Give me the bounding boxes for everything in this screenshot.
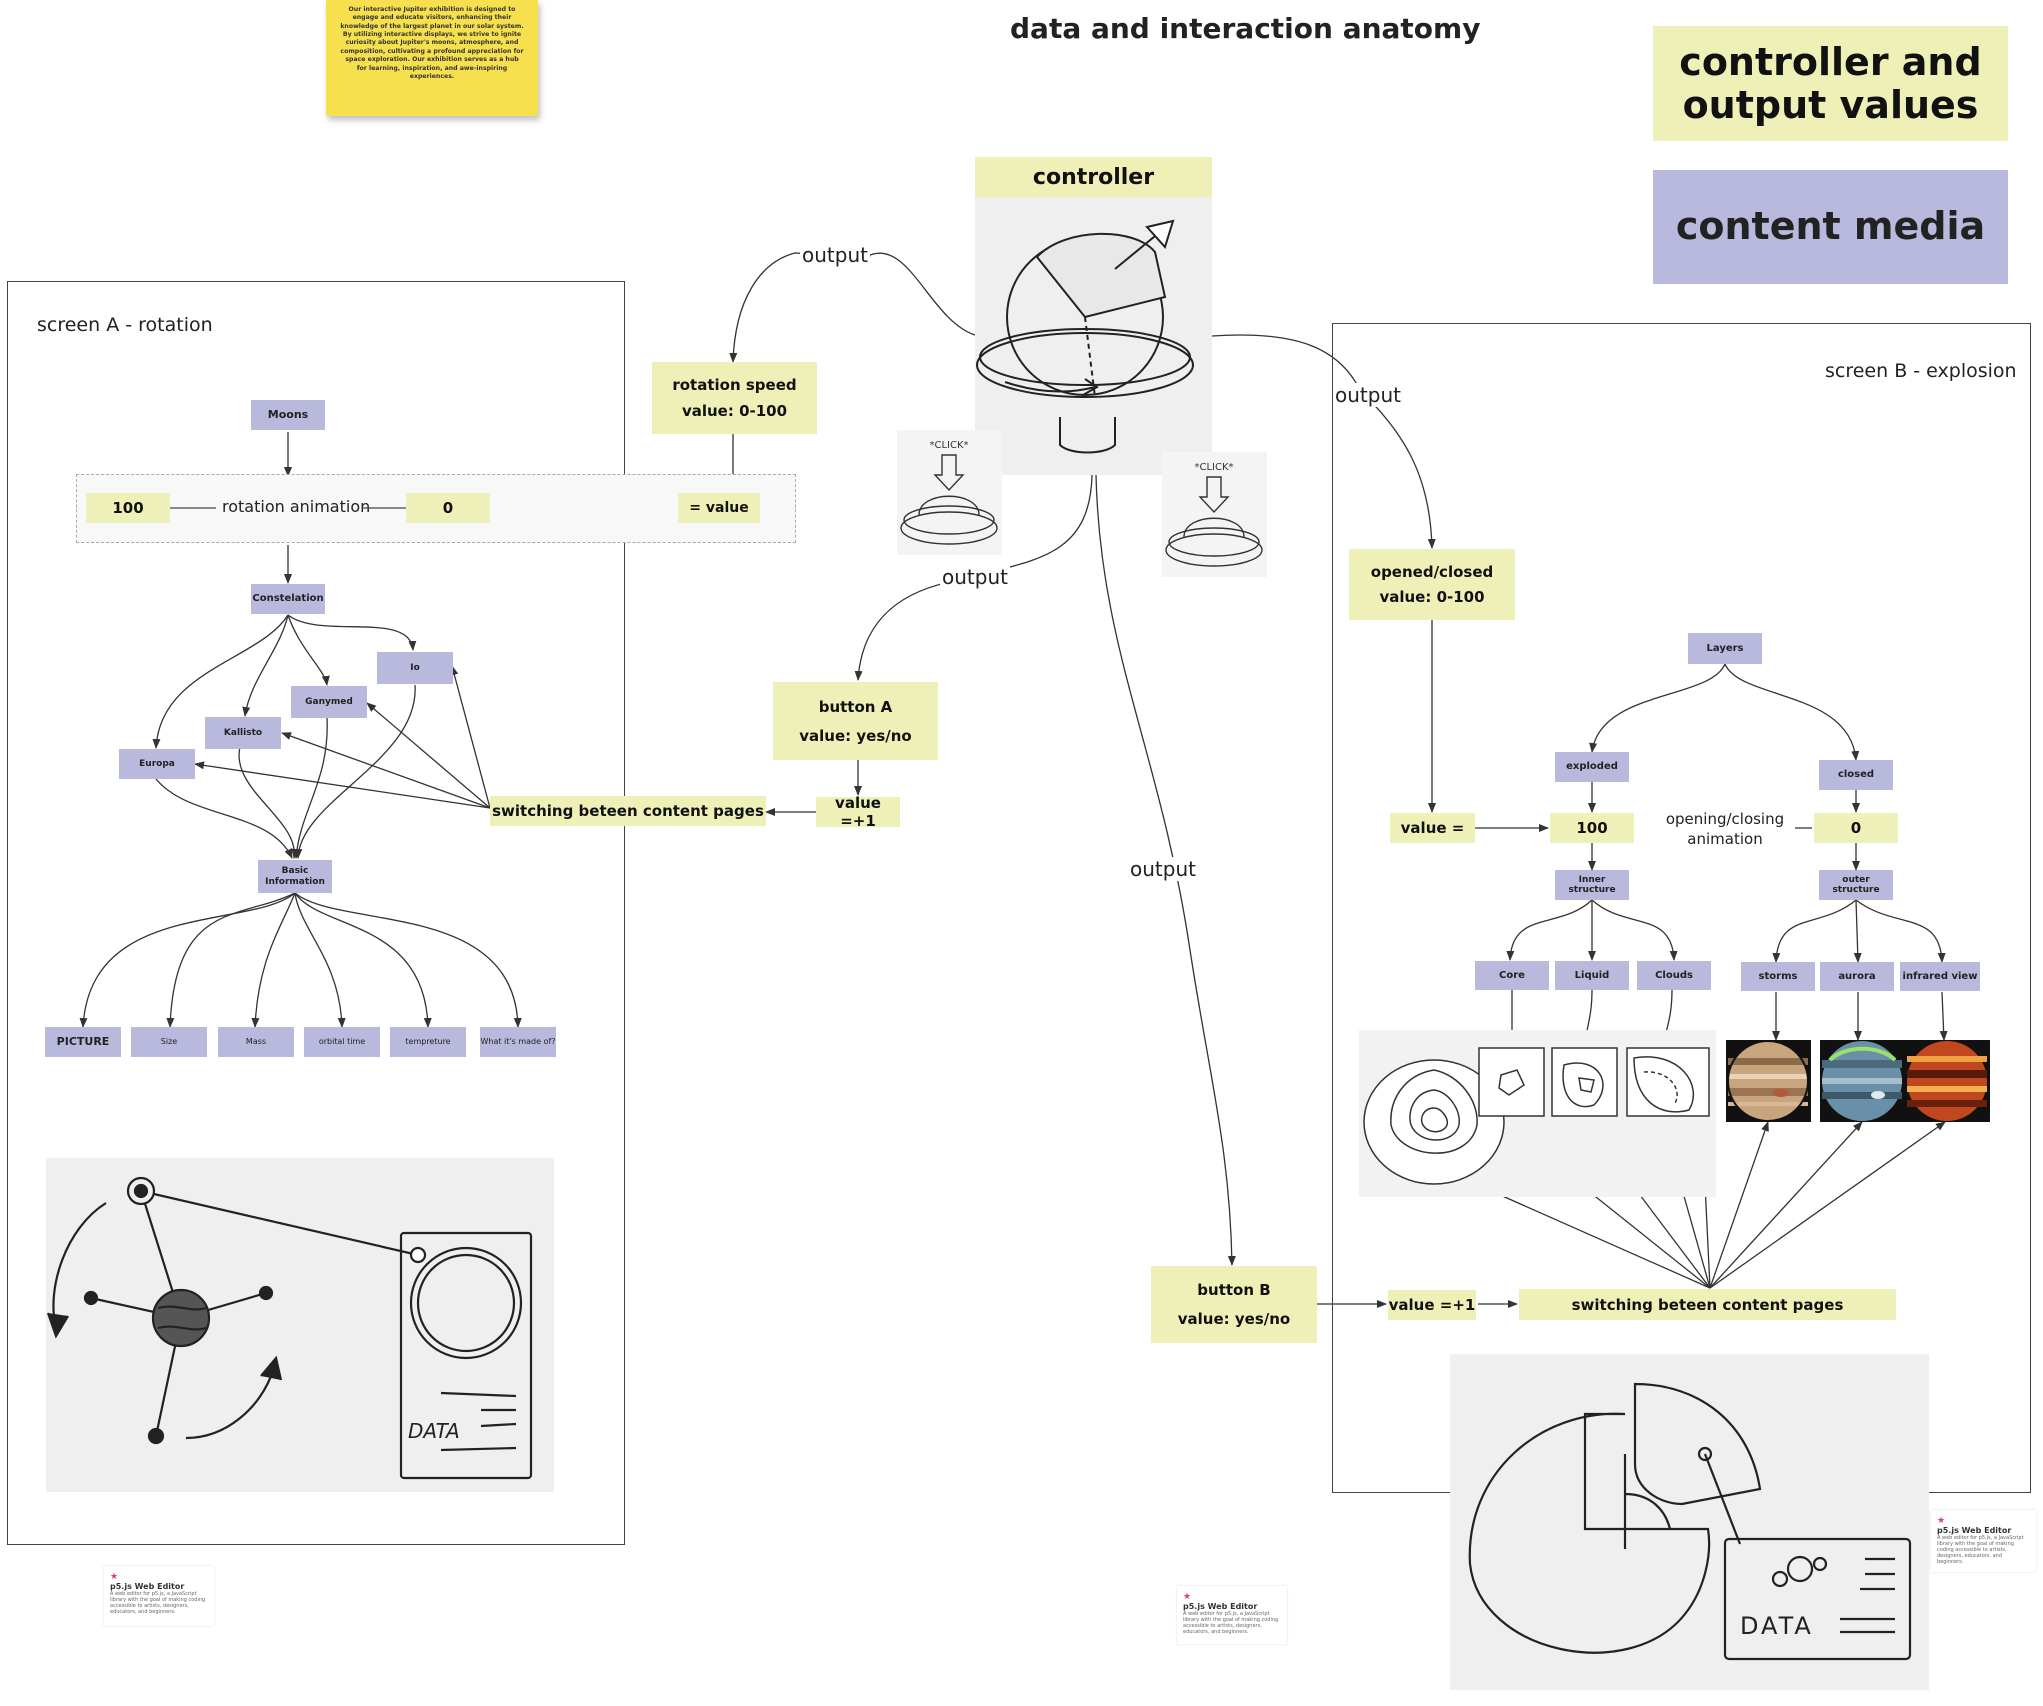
info-made-of: What it's made of? [480, 1027, 556, 1057]
click-button-icon: *CLICK* [1165, 462, 1263, 567]
legend-content-media: content media [1653, 170, 2008, 284]
screen-a-frame [7, 281, 625, 1545]
inner-structure-node: Inner structure [1555, 870, 1629, 900]
legend-controller-values: controller and output values [1653, 26, 2008, 141]
p5-star-icon: ★ [110, 1572, 119, 1582]
storms-node: storms [1741, 962, 1815, 991]
output-label: output [1333, 383, 1403, 407]
info-orbital-time: orbital time [304, 1027, 380, 1057]
constellation-node: Constelation [251, 584, 325, 614]
outer-structure-node: outer structure [1819, 870, 1893, 900]
io-node: Io [377, 652, 453, 684]
arrow-controller-rotation [729, 252, 976, 363]
rotation-speed-box: rotation speed value: 0-100 [652, 362, 817, 434]
ganymed-node: Ganymed [291, 686, 367, 718]
explosion-value-100: 100 [1550, 813, 1634, 843]
rotation-value-100: 100 [86, 493, 170, 523]
opened-closed-value: value: 0-100 [1379, 588, 1485, 607]
p5-star-icon: ★ [1937, 1516, 1946, 1526]
moon-orbit-sketch-icon: DATA [46, 1176, 533, 1480]
infrared-image [1905, 1040, 1990, 1122]
exploded-node: exploded [1555, 752, 1629, 782]
p5-card-desc: A web editor for p5.js, a JavaScript lib… [110, 1591, 206, 1615]
liquid-node: Liquid [1555, 961, 1629, 990]
click-button-a-sketch[interactable]: *CLICK* [897, 430, 1002, 555]
sketch-data-label: DATA [408, 1419, 460, 1443]
button-a-increment: value =+1 [816, 794, 900, 830]
p5-star-icon: ★ [1183, 1592, 1192, 1602]
p5-card-title: p5.js Web Editor [1183, 1602, 1258, 1611]
kallisto-node: Kallisto [205, 717, 281, 749]
jupiter-infrared-icon [1907, 1041, 1987, 1121]
p5-card-desc: A web editor for p5.js, a JavaScript lib… [1937, 1535, 2024, 1565]
jupiter-storms-icon [1727, 1040, 1809, 1122]
rotation-speed-value: value: 0-100 [681, 402, 788, 420]
storms-image [1726, 1040, 1811, 1122]
button-b-value: value: yes/no [1177, 1309, 1291, 1328]
aurora-node: aurora [1820, 962, 1894, 991]
sketch-data-label: DATA [1740, 1612, 1814, 1640]
closed-node: closed [1819, 760, 1893, 790]
p5-card-title: p5.js Web Editor [1937, 1526, 2012, 1535]
screen-b-title: screen B - explosion [1825, 360, 2017, 382]
layers-node: Layers [1688, 633, 1762, 664]
click-button-icon: *CLICK* [900, 440, 998, 545]
p5-editor-card[interactable]: ★ p5.js Web Editor A web editor for p5.j… [1177, 1586, 1287, 1644]
inner-structure-images [1359, 1030, 1716, 1197]
info-size: Size [131, 1027, 207, 1057]
button-a-value: value: yes/no [799, 726, 912, 745]
opening-closing-animation-label: opening/closing animation [1655, 810, 1795, 849]
switching-pages-b: switching beteen content pages [1519, 1289, 1896, 1320]
rotation-line [170, 507, 406, 509]
page-title: data and interaction anatomy [1010, 12, 1481, 45]
click-button-b-sketch[interactable]: *CLICK* [1162, 452, 1267, 577]
rotation-animation-label: rotation animation [218, 497, 375, 516]
core-node: Core [1475, 961, 1549, 990]
screen-a-sketch: DATA [46, 1158, 554, 1492]
value-equals-node: value = [1390, 813, 1475, 843]
p5-card-desc: A web editor for p5.js, a JavaScript lib… [1183, 1611, 1279, 1635]
p5-card-title: p5.js Web Editor [110, 1582, 185, 1591]
output-label: output [940, 565, 1010, 589]
opened-closed-title: opened/closed [1370, 562, 1494, 581]
rotation-value-0: 0 [406, 493, 490, 523]
equals-value-node: = value [678, 493, 760, 523]
basic-information-node: Basic Information [258, 860, 332, 893]
switching-pages-a: switching beteen content pages [490, 796, 766, 826]
screen-a-title: screen A - rotation [37, 314, 213, 336]
button-a-title: button A [818, 697, 893, 716]
output-label: output [800, 243, 870, 267]
button-b-increment: value =+1 [1388, 1290, 1476, 1320]
europa-node: Europa [119, 749, 195, 779]
info-mass: Mass [218, 1027, 294, 1057]
exploded-jupiter-sketch-icon: DATA [1468, 1382, 1912, 1661]
info-tempreture: tempreture [390, 1027, 466, 1057]
rotation-speed-title: rotation speed [672, 376, 797, 394]
click-label: *CLICK* [929, 440, 968, 451]
opened-closed-box: opened/closed value: 0-100 [1349, 549, 1515, 620]
clouds-node: Clouds [1637, 961, 1711, 990]
controller-label: controller [975, 157, 1212, 197]
screen-b-sketch: DATA [1450, 1354, 1929, 1690]
jupiter-controller-icon [976, 219, 1194, 454]
controller-sketch [975, 197, 1212, 475]
infrared-view-node: infrared view [1900, 962, 1980, 991]
explosion-value-0: 0 [1814, 813, 1898, 843]
aurora-image [1820, 1040, 1905, 1122]
moons-node: Moons [251, 400, 325, 430]
sticky-note[interactable]: Our interactive Jupiter exhibition is de… [326, 0, 538, 116]
jupiter-cross-section-icon [1363, 1047, 1710, 1185]
button-b-box: button B value: yes/no [1151, 1266, 1317, 1343]
info-picture: PICTURE [45, 1027, 121, 1057]
p5-editor-card[interactable]: ★ p5.js Web Editor A web editor for p5.j… [104, 1566, 214, 1626]
output-label: output [1128, 857, 1198, 881]
button-b-title: button B [1197, 1281, 1271, 1300]
click-label: *CLICK* [1194, 462, 1233, 473]
p5-editor-card[interactable]: ★ p5.js Web Editor A web editor for p5.j… [1931, 1510, 2036, 1572]
button-a-box: button A value: yes/no [773, 682, 938, 760]
jupiter-aurora-icon [1822, 1041, 1902, 1121]
